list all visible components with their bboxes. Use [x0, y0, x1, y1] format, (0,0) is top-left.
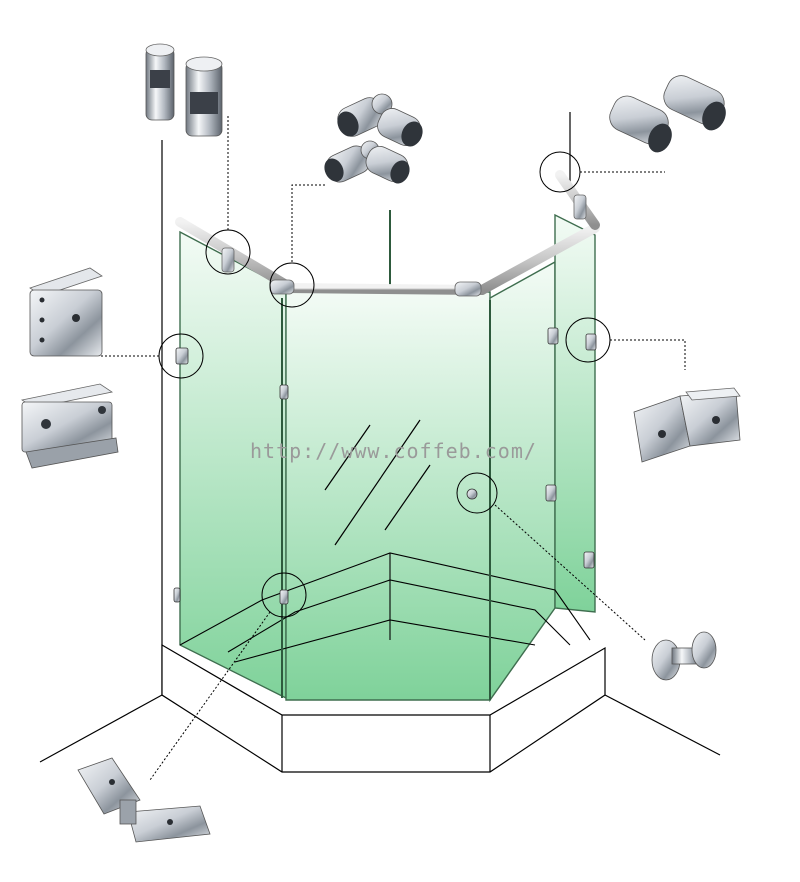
glass-to-glass-hinge	[77, 757, 211, 843]
adjustable-elbow-connector	[324, 93, 423, 184]
tube-end-sleeve	[609, 75, 726, 153]
elbow-connector-icon	[324, 93, 423, 184]
glass-clips-small	[173, 327, 597, 605]
glass-clip-icon	[29, 267, 103, 357]
angle-clamp-icon	[633, 387, 741, 463]
hinge-135-icon	[77, 757, 211, 843]
knob-icon	[651, 631, 717, 681]
watermark-url: http://www.coffeb.com/	[250, 439, 537, 463]
clamp-icon	[145, 43, 223, 137]
angled-glass-clamp	[633, 387, 741, 463]
tube-sleeve-icon	[609, 75, 726, 153]
glass-clamp-fitting	[145, 43, 223, 137]
glass-reflections	[324, 419, 431, 546]
wall-mount-hinge	[20, 383, 119, 469]
hinge-icon	[20, 383, 119, 469]
right-side-panel	[554, 213, 596, 613]
door-knob	[651, 631, 717, 681]
tray-rim	[179, 552, 591, 663]
shower-tray	[161, 643, 606, 773]
front-glass-door	[285, 291, 491, 701]
left-glass-panel	[179, 230, 287, 700]
right-glass-panel	[489, 260, 556, 703]
door-frame	[281, 210, 491, 700]
square-glass-clip	[29, 267, 103, 357]
leader-lines	[100, 115, 686, 781]
top-support-rods	[175, 170, 600, 297]
